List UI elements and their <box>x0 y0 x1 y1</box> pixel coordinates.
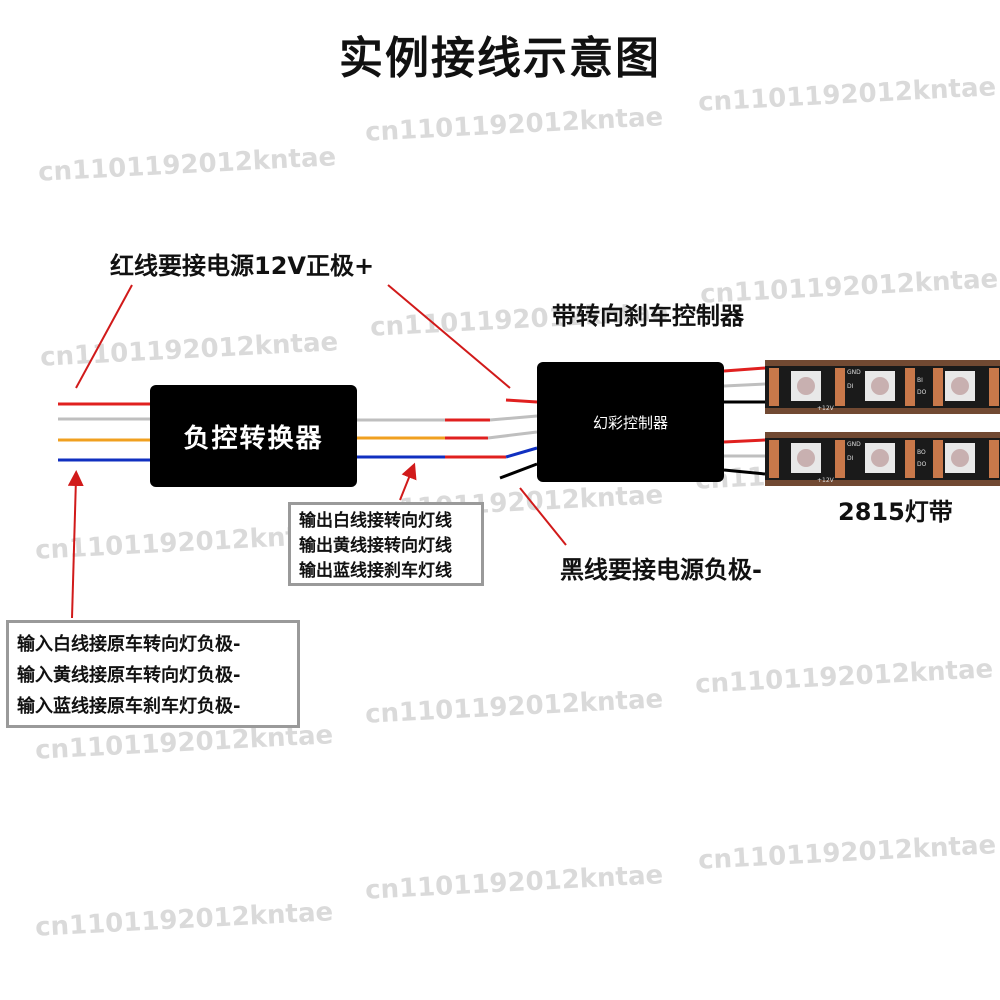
pin-label: BI <box>917 377 923 384</box>
controller-blue-wire <box>505 446 538 459</box>
pin-label: DI <box>847 455 854 462</box>
converter-label: 负控转换器 <box>183 423 324 454</box>
output-note: 输出黄线接转向灯线 <box>299 536 452 556</box>
pin-label: +12V <box>817 477 835 484</box>
input-note: 输入黄线接原车转向灯负极- <box>17 665 241 686</box>
pointer-black-wire <box>519 487 567 546</box>
pin-label: DO <box>917 461 927 468</box>
pin-label: GND <box>847 441 861 448</box>
controller-white-wire <box>489 414 538 422</box>
controller-box: 幻彩控制器 <box>537 362 724 482</box>
led-strip-2: GND DI BO DO +12V <box>765 432 1000 486</box>
page-title: 实例接线示意图 <box>339 33 661 84</box>
output-note: 输出白线接转向灯线 <box>299 511 452 531</box>
pointer-output-wires <box>399 462 417 501</box>
pointer-red-wire-right <box>387 284 511 389</box>
pin-label: BO <box>917 449 926 456</box>
output-note: 输出蓝线接刹车灯线 <box>299 561 452 581</box>
red-wire-note: 红线要接电源12V正极+ <box>110 252 375 280</box>
output-notes-box: 输出白线接转向灯线 输出黄线接转向灯线 输出蓝线接刹车灯线 <box>288 502 484 586</box>
led-strip-1: GND DI BI DO +12V <box>765 360 1000 414</box>
controller-red-wire <box>505 398 538 404</box>
strip2-black-wire <box>723 468 766 476</box>
controller-label: 幻彩控制器 <box>592 413 668 432</box>
strip1-white-wire <box>723 382 766 388</box>
strip-label: 2815灯带 <box>838 498 953 526</box>
pointer-input-wires <box>67 470 84 619</box>
input-note: 输入蓝线接原车刹车灯负极- <box>17 696 241 717</box>
black-wire-note: 黑线要接电源负极- <box>560 556 762 584</box>
input-note: 输入白线接原车转向灯负极- <box>17 634 241 655</box>
pin-label: DO <box>917 389 927 396</box>
pointer-red-wire-left <box>75 284 133 389</box>
controller-note: 带转向刹车控制器 <box>552 302 744 330</box>
strip1-red-wire <box>723 366 766 373</box>
converter-box: 负控转换器 <box>150 385 357 487</box>
pin-label: DI <box>847 383 854 390</box>
strip2-red-wire <box>723 438 766 444</box>
input-notes-box: 输入白线接原车转向灯负极- 输入黄线接原车转向灯负极- 输入蓝线接原车刹车灯负极… <box>6 620 300 728</box>
controller-black-wire <box>499 462 538 480</box>
controller-yellow-wire <box>487 430 538 440</box>
pin-label: GND <box>847 369 861 376</box>
pin-label: +12V <box>817 405 835 412</box>
